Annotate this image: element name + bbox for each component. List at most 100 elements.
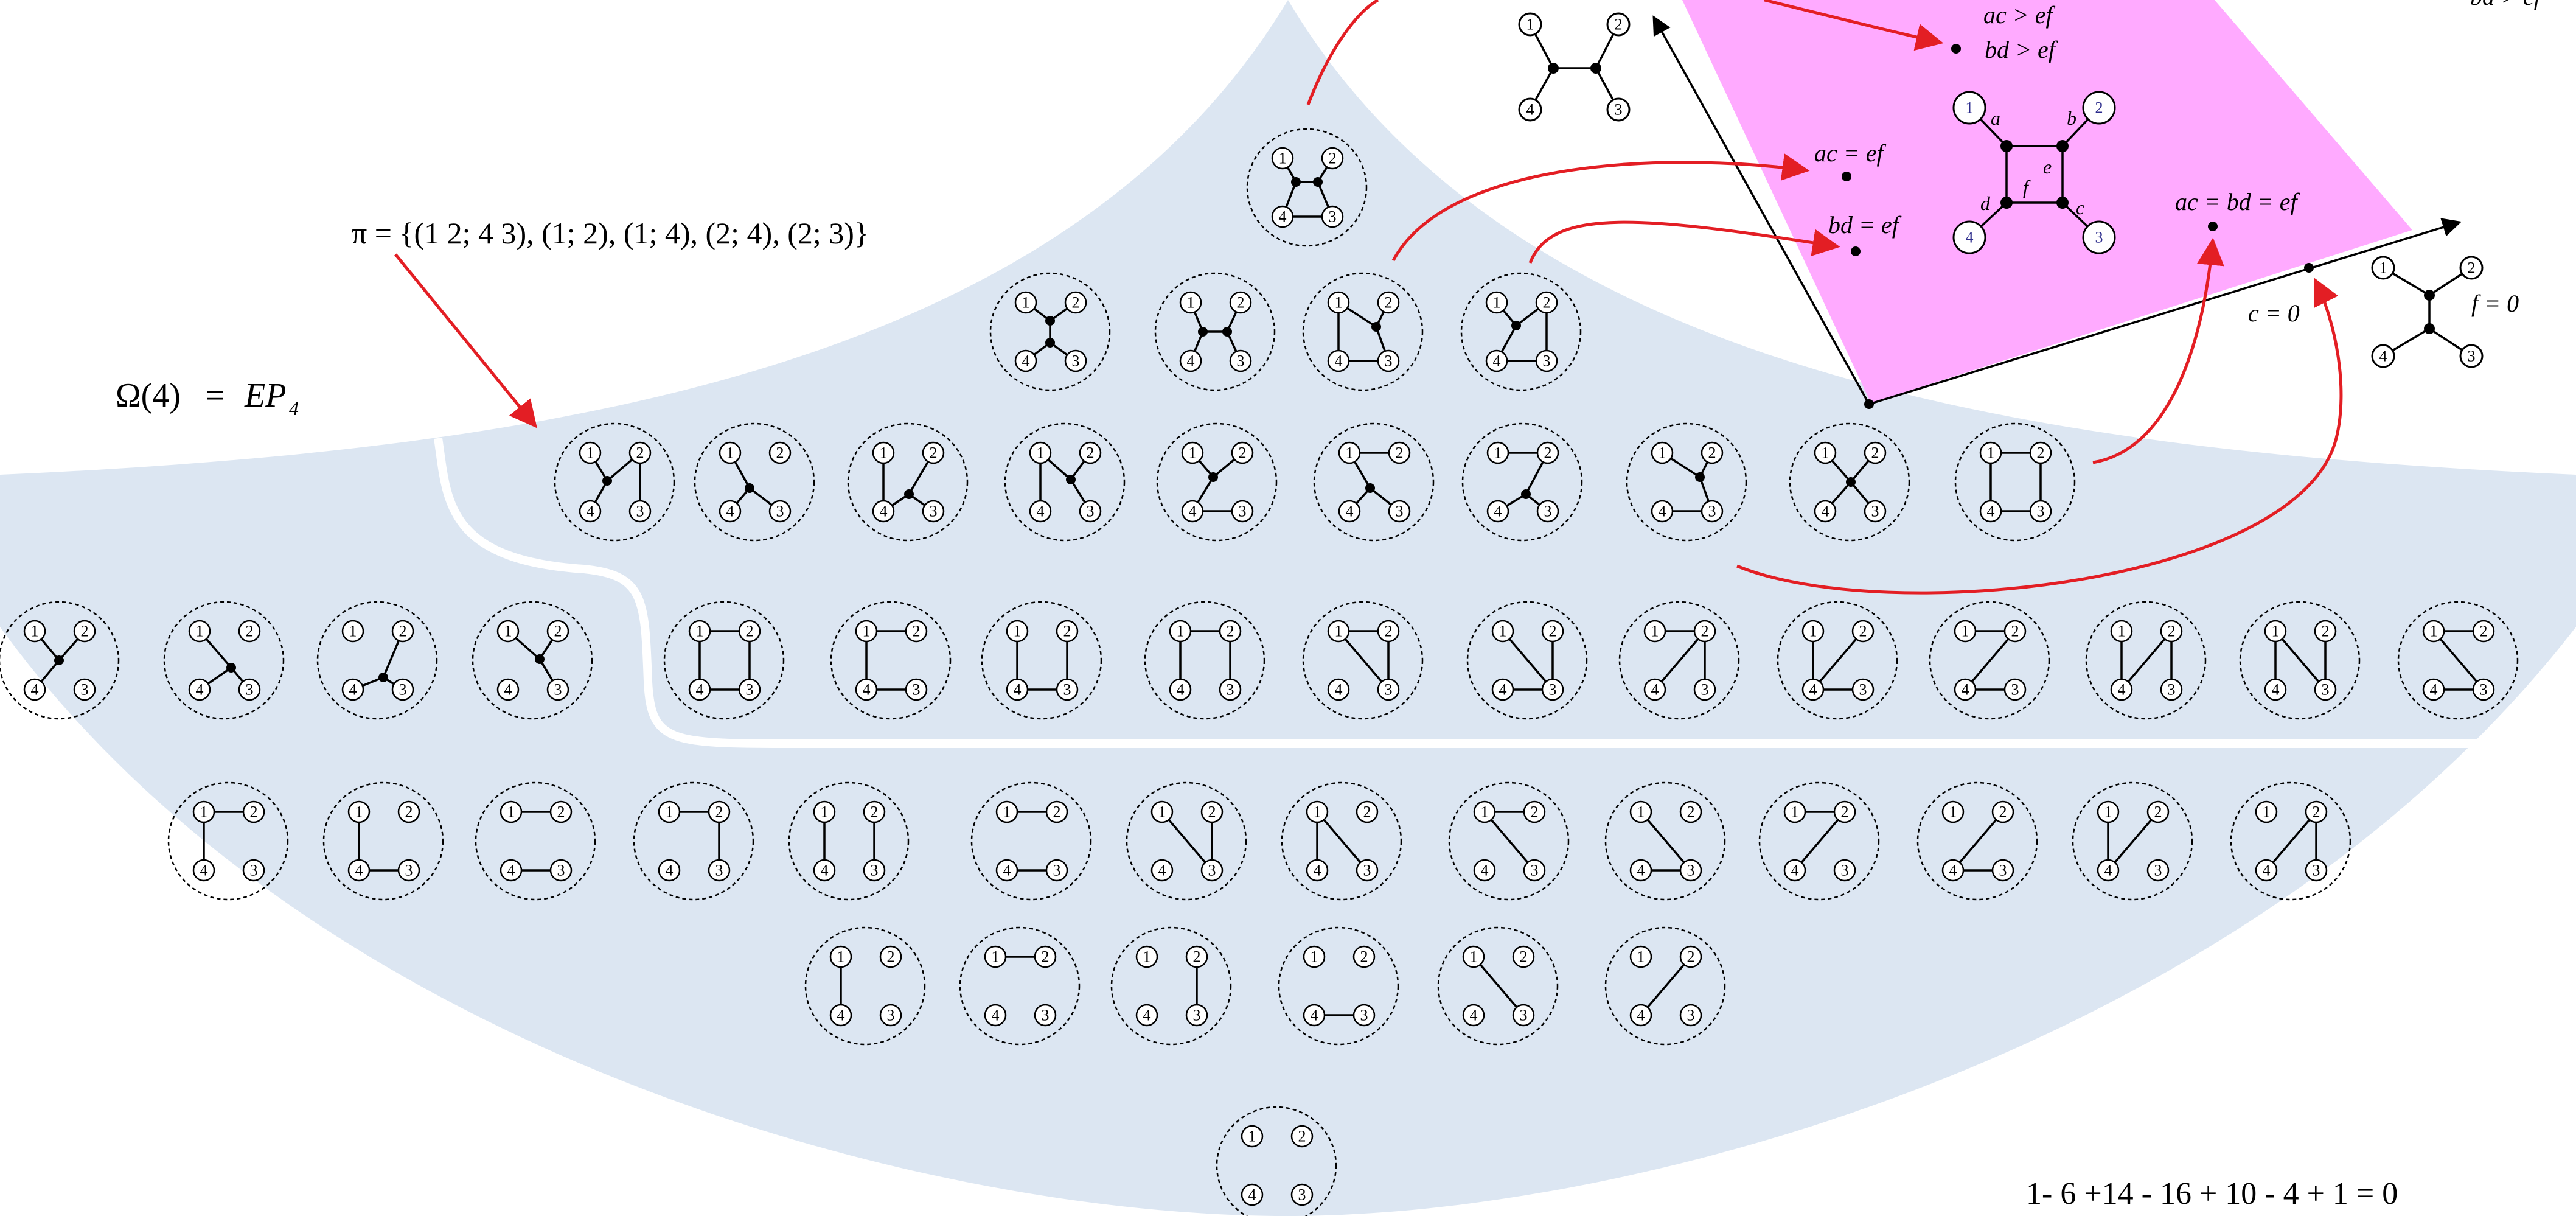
- internal-vertex: [1313, 177, 1323, 187]
- cell-boundary: [1216, 1106, 1337, 1216]
- leaf-vertex: [23, 678, 46, 701]
- internal-vertex: [378, 673, 388, 682]
- leaf-label: 1: [1822, 444, 1829, 462]
- leaf-label: 4: [1037, 503, 1045, 520]
- cell-boundary: [475, 781, 596, 901]
- leaf-vertex: [879, 945, 902, 968]
- leaf-vertex: [73, 678, 96, 701]
- graph-edge: [2107, 811, 2159, 872]
- arrow-long-curve: [1736, 277, 2343, 595]
- leaf-vertex: [1629, 859, 1652, 882]
- leaf-label: 4: [696, 681, 704, 699]
- leaf-vertex: [1327, 291, 1350, 314]
- leaf-label: 4: [1822, 503, 1829, 520]
- leaf-vertex: [879, 1004, 902, 1027]
- label-f-zero: f = 0: [2471, 290, 2519, 317]
- leaf-vertex: [1014, 349, 1037, 372]
- internal-vertex: [54, 655, 64, 665]
- cone-region: [1682, 0, 2412, 403]
- leaf-vertex: [1462, 945, 1485, 968]
- edge-label-c: c: [2076, 197, 2084, 218]
- cell-boundary: [959, 926, 1081, 1046]
- leaf-vertex: [1979, 500, 2002, 523]
- leaf-vertex: [1991, 859, 2014, 882]
- leaf-label: 4: [1651, 681, 1659, 699]
- leaf-label: 1: [1637, 803, 1645, 821]
- leaf-label: 1: [1335, 623, 1343, 640]
- leaf-label: 2: [1520, 948, 1528, 966]
- cell-boundary: [1302, 272, 1424, 391]
- leaf-label: 1: [507, 803, 515, 821]
- cell-boundary: [1004, 422, 1126, 542]
- internal-vertex: [1511, 321, 1521, 330]
- leaf-label: 2: [399, 623, 407, 640]
- leaf-label: 1: [1987, 444, 1995, 462]
- separator-path: [434, 437, 2576, 748]
- leaf-label: 3: [2154, 862, 2162, 879]
- leaf-vertex: [1150, 859, 1174, 882]
- leaf-vertex: [2305, 859, 2328, 882]
- leaf-vertex: [2422, 678, 2445, 701]
- leaf-label: 2: [405, 803, 413, 821]
- edge-label-a: a: [1991, 107, 2000, 129]
- cell-boundary: [1313, 422, 1435, 542]
- leaf-vertex: [1701, 500, 1724, 523]
- leaf-label: 3: [1042, 1007, 1050, 1024]
- leaf-vertex: [242, 859, 265, 882]
- leaf-label: 2: [1072, 294, 1080, 312]
- leaf-label: 1: [1949, 803, 1957, 821]
- leaf-vertex: [1783, 800, 1806, 823]
- leaf-vertex: [1486, 441, 1509, 464]
- leaf-label: 4: [2104, 862, 2112, 879]
- leaf-vertex: [1306, 800, 1329, 823]
- leaf-label: 1: [200, 803, 208, 821]
- leaf-vertex: [73, 620, 96, 643]
- leaf-vertex: [1536, 441, 1559, 464]
- leaf-vertex: [1179, 291, 1202, 314]
- leaf-label: 1: [821, 803, 829, 821]
- leaf-label: 3: [1841, 862, 1849, 879]
- leaf-vertex: [1535, 291, 1558, 314]
- graph-edge: [2120, 630, 2173, 691]
- leaf-vertex: [1814, 441, 1837, 464]
- leaf-vertex: [688, 678, 711, 701]
- leaf-label: 2: [246, 623, 254, 640]
- leaf-label: 2: [81, 623, 89, 640]
- cell-boundary: [1460, 272, 1582, 391]
- leaf-label: 2: [1531, 803, 1539, 821]
- graph-edge: [1337, 630, 1390, 691]
- leaf-label: 4: [821, 862, 829, 879]
- svg-text:=: =: [206, 377, 225, 414]
- leaf-label: 2: [1687, 948, 1695, 966]
- leaf-label: 2: [1053, 803, 1061, 821]
- leaf-label: 2: [2313, 803, 2320, 821]
- leaf-label: 3: [2313, 862, 2320, 879]
- graph-edge: [2432, 630, 2485, 691]
- leaf-label: 3: [2322, 681, 2330, 699]
- leaf-vertex: [1679, 1004, 1702, 1027]
- leaf-vertex: [1991, 800, 2014, 823]
- leaf-vertex: [2314, 678, 2337, 701]
- tl-leaf-4: 4: [1526, 101, 1534, 119]
- leaf-vertex: [1523, 859, 1546, 882]
- leaf-label: 1: [2104, 803, 2112, 821]
- leaf-label: 1: [1651, 623, 1659, 640]
- pi-label: π = {(1 2; 4 3), (1; 2), (1; 4), (2; 4),…: [352, 216, 869, 250]
- leaf-vertex: [2472, 678, 2495, 701]
- cell-boundary: [847, 422, 969, 542]
- leaf-vertex: [719, 441, 742, 464]
- leaf-vertex: [1327, 620, 1350, 643]
- leaf-vertex: [905, 620, 928, 643]
- leaf-label: 1: [2118, 623, 2126, 640]
- leaf-vertex: [995, 859, 1018, 882]
- svg-text:EP: EP: [244, 377, 286, 414]
- leaf-label: 2: [1237, 294, 1245, 312]
